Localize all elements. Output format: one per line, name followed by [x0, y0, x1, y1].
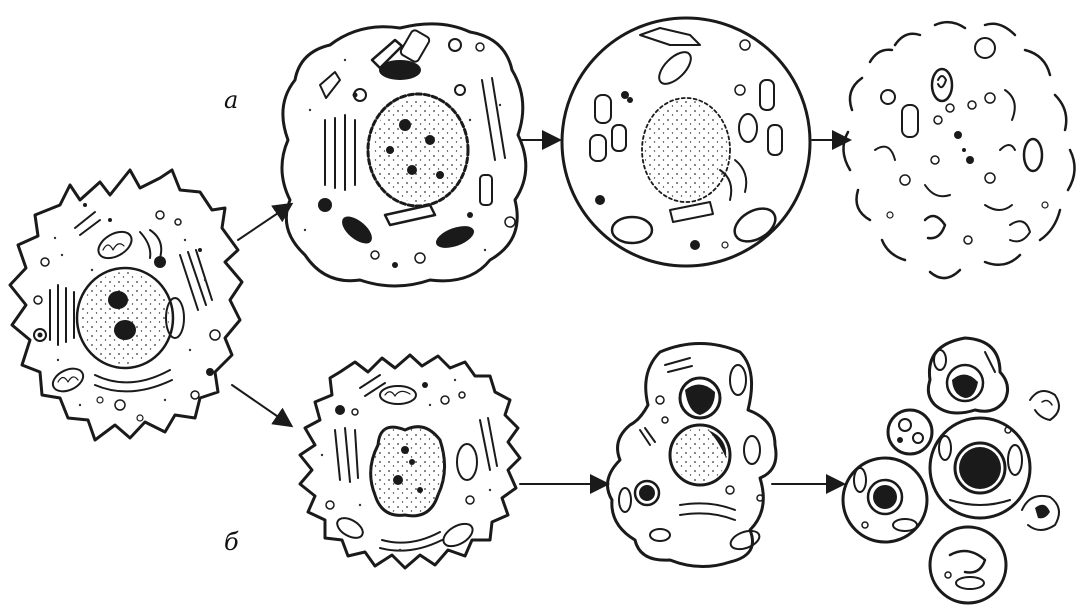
apoptotic-body [930, 418, 1030, 518]
necrosis-stage-3 [843, 22, 1074, 278]
apoptotic-body [930, 527, 1006, 603]
original-nucleolus [108, 291, 128, 309]
apoptotic-body [928, 338, 1007, 413]
apoptosis-stage-3 [843, 338, 1059, 603]
necrosis-stage-2 [562, 18, 810, 266]
original-cell [10, 170, 242, 440]
apoptosis-stage-1 [300, 355, 520, 568]
arrow-to-a1 [238, 205, 290, 240]
ruptured-membrane-fragments [843, 22, 1074, 278]
necrosis-stage-1 [282, 24, 526, 286]
apoptosis-stage-2 [608, 344, 777, 567]
pathway-a-label: а [224, 86, 238, 114]
arrow-to-b1 [232, 385, 290, 425]
degrading-fragment [1022, 391, 1059, 530]
apoptotic-body [843, 458, 927, 542]
arrows [232, 140, 848, 484]
stage3-debris [875, 38, 1048, 244]
apoptotic-body [888, 410, 932, 454]
pathway-b-label: б [224, 528, 239, 556]
